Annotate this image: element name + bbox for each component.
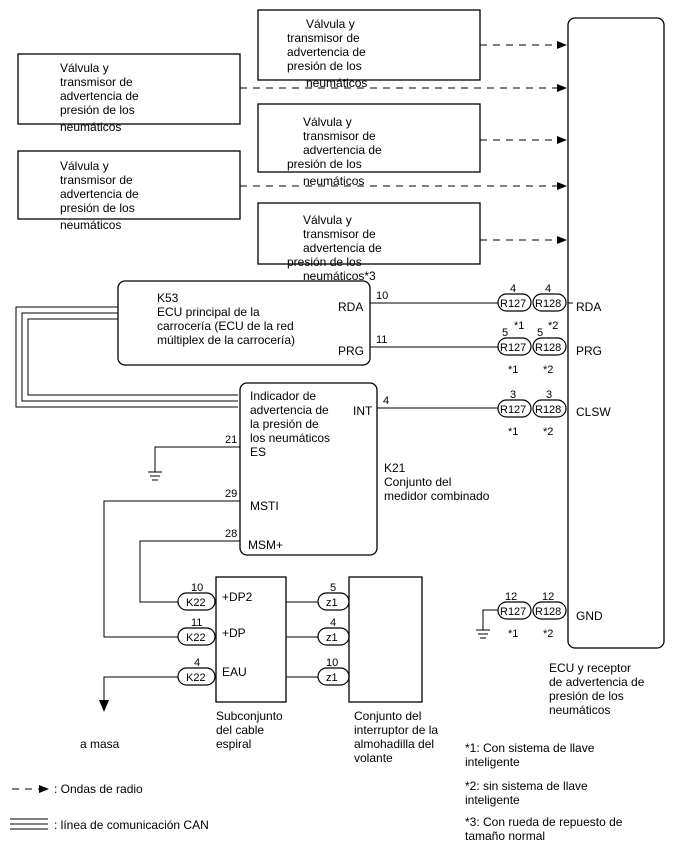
ground-label: a masa [80,737,120,751]
wire-numbers: 10 11 4 21 29 28 [225,290,389,540]
svg-text:10: 10 [191,582,203,594]
spiral-pin-dp: +DP [222,626,246,640]
svg-text:5: 5 [330,582,336,594]
spiral-caption: Subconjunto del cable espiral [216,709,286,751]
ground-symbol-receiver [476,629,490,639]
pad-caption: Conjunto del interruptor de la almohadil… [354,709,441,765]
svg-text:11: 11 [191,617,202,629]
svg-text:z1: z1 [326,632,338,644]
svg-text:3: 3 [510,389,516,401]
tire-pressure-receiver: RDA PRG CLSW GND ECU y receptor de adver… [549,17,665,717]
svg-text:*2: *2 [543,628,553,640]
svg-text:10: 10 [326,657,338,669]
radio-wave-arrows [240,41,567,244]
svg-text:K22: K22 [186,597,206,609]
legend-can-label: : línea de comunicación CAN [54,818,209,832]
svg-text:28: 28 [225,528,237,540]
sensor-5-spare: Válvula y transmisor de advertencia de p… [257,202,481,283]
receiver-caption: ECU y receptor de advertencia de presión… [549,661,648,717]
steering-pad-switch: Conjunto del interruptor de la almohadil… [348,576,441,765]
can-bus-line [15,306,238,408]
svg-text:*2: *2 [543,426,553,438]
footnote-2: *2: sin sistema de llave inteligente [465,779,591,807]
legend-radio-label: : Ondas de radio [54,782,143,796]
svg-text:*2: *2 [543,364,553,376]
sensor-5-text: Válvula y transmisor de advertencia de p… [287,213,385,283]
svg-text:4: 4 [194,657,200,669]
meter-caption: K21 Conjunto del medidor combinado [384,461,490,503]
connector-k22: K22 K22 K22 10 11 4 [177,582,216,686]
body-ecu-label: K53 ECU principal de la carrocería (ECU … [157,291,297,347]
svg-text:4: 4 [510,283,516,295]
svg-text:K22: K22 [186,632,206,644]
svg-text:R127: R127 [500,342,526,354]
svg-text:z1: z1 [326,597,338,609]
svg-text:*1: *1 [514,320,524,332]
connector-r127-r128-row4: R127 R128 12 12 *1 *2 [497,591,567,640]
svg-text:3: 3 [546,389,552,401]
sensor-1: Válvula y transmisor de advertencia de p… [257,9,481,90]
spiral-cable: +DP2 +DP EAU Subconjunto del cable espir… [215,576,287,751]
sensor-2-text: Válvula y transmisor de advertencia de p… [60,61,142,134]
meter-pin-es: ES [250,445,266,459]
sensor-4-text: Válvula y transmisor de advertencia de p… [60,159,142,232]
sensor-1-text: Válvula y transmisor de advertencia de p… [287,17,369,90]
sensor-3-text: Válvula y transmisor de advertencia de p… [287,115,385,188]
receiver-pin-clsw: CLSW [576,405,611,419]
svg-text:*1: *1 [508,426,518,438]
svg-text:4: 4 [330,617,336,629]
connector-r127-r128-row1: R127 R128 4 4 *1 *2 [497,283,567,332]
ground-arrow [99,700,109,712]
meter-pin-int: INT [353,404,373,418]
meter-pin-msm: MSM+ [248,538,283,552]
combination-meter-k21: Indicador de advertencia de la presión d… [239,382,490,556]
receiver-pin-gnd: GND [576,609,603,623]
svg-text:4: 4 [545,283,551,295]
body-ecu-pin-prg: PRG [338,344,364,358]
footnote-1: *1: Con sistema de llave inteligente [465,741,598,769]
svg-text:21: 21 [225,434,237,446]
receiver-pin-prg: PRG [576,344,602,358]
svg-text:R127: R127 [500,606,526,618]
svg-text:z1: z1 [326,672,338,684]
svg-text:*1: *1 [508,628,518,640]
svg-text:R128: R128 [535,606,561,618]
svg-text:12: 12 [505,591,517,603]
receiver-pin-rda: RDA [576,300,601,314]
svg-text:12: 12 [542,591,554,603]
footnotes: *1: Con sistema de llave inteligente *2:… [465,741,626,843]
svg-text:29: 29 [225,488,237,500]
connector-r127-r128-row3: R127 R128 3 3 *1 *2 [497,389,567,438]
svg-text:R128: R128 [535,298,561,310]
svg-text:K22: K22 [186,672,206,684]
sensor-4: Válvula y transmisor de advertencia de p… [17,150,241,232]
body-ecu-pin-rda: RDA [338,300,363,314]
svg-text:11: 11 [376,334,387,346]
connector-r127-r128-row2: R127 R128 5 5 *1 *2 [497,327,567,376]
svg-text:R128: R128 [535,342,561,354]
svg-text:*2: *2 [548,320,558,332]
svg-text:10: 10 [376,290,388,302]
svg-text:R127: R127 [500,404,526,416]
svg-text:R128: R128 [535,404,561,416]
meter-indicator-label: Indicador de advertencia de la presión d… [250,389,332,445]
svg-text:5: 5 [502,327,508,339]
connector-z1: z1 z1 z1 5 4 10 [317,582,350,686]
svg-text:R127: R127 [500,298,526,310]
footnote-3: *3: Con rueda de repuesto de tamaño norm… [465,815,626,843]
meter-pin-msti: MSTI [250,499,279,513]
svg-text:*1: *1 [508,364,518,376]
spiral-pin-eau: EAU [222,665,247,679]
sensor-3: Válvula y transmisor de advertencia de p… [257,103,481,188]
spiral-pin-dp2: +DP2 [222,590,253,604]
legend: : Ondas de radio : línea de comunicación… [10,782,209,832]
body-ecu-k53: K53 ECU principal de la carrocería (ECU … [117,280,371,366]
wires [103,302,573,710]
ground-symbol-meter [148,471,162,481]
sensor-2: Válvula y transmisor de advertencia de p… [17,53,241,134]
legend-can-symbol [10,818,48,830]
svg-text:4: 4 [383,395,389,407]
svg-text:5: 5 [537,327,543,339]
